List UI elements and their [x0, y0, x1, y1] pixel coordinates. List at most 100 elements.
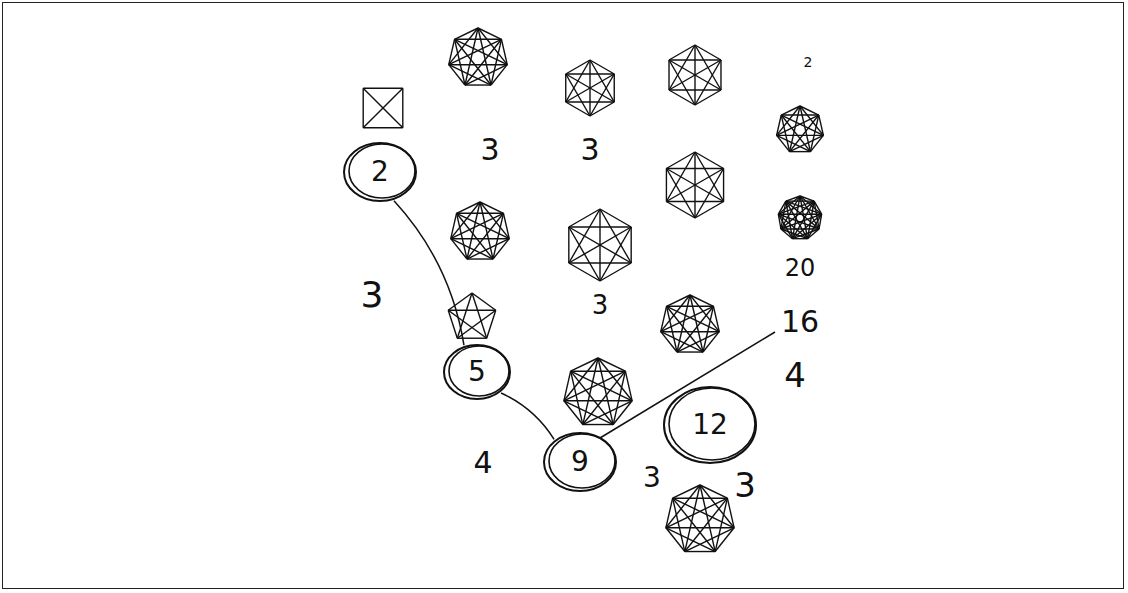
graph-edge [667, 306, 720, 331]
graph-edge [781, 106, 800, 115]
graph-edge [449, 39, 502, 64]
graph-edge [457, 310, 495, 338]
graph-edge [685, 528, 734, 552]
graph-edge [685, 551, 715, 552]
graph-edge [472, 293, 487, 338]
graph-edge [448, 310, 457, 338]
graph-edge [673, 498, 734, 528]
graph-edge [666, 498, 673, 528]
graph-edge [666, 201, 723, 202]
graph-edge [455, 39, 508, 64]
graph-edge [455, 39, 465, 85]
graph-edge [569, 226, 631, 227]
graph-edge [661, 332, 703, 352]
graph-edge [457, 293, 472, 338]
graph-edge [666, 528, 715, 552]
graph-edge [566, 74, 590, 116]
graph-edge [781, 115, 823, 135]
count-number: 4 [473, 448, 492, 478]
graph-edge [571, 370, 626, 371]
graph-edge [451, 239, 493, 259]
graph-edge [501, 39, 507, 64]
graph-edge [703, 332, 719, 352]
graph-edge [666, 498, 727, 528]
node-number: 12 [692, 411, 728, 439]
graph-edge [571, 371, 632, 401]
graph-edge [569, 209, 600, 227]
circled-number: 9 [542, 431, 618, 493]
graph-edge [569, 262, 631, 263]
graph-edge [566, 74, 614, 102]
graph-edge [667, 295, 690, 306]
graph-edge [777, 135, 824, 136]
graph-edge [669, 60, 721, 90]
graph-edge [451, 213, 457, 238]
graph-edge [661, 306, 667, 331]
graph-edge [666, 169, 695, 219]
graph-edge [402, 88, 403, 128]
graph-edge [666, 169, 667, 202]
graph-edge [449, 64, 507, 65]
count-number: 20 [785, 256, 816, 280]
count-number: 3 [361, 277, 384, 313]
graph-edge [666, 527, 734, 528]
graph-edge [695, 90, 721, 105]
graph-edge [363, 88, 403, 89]
graph-edge [666, 169, 723, 202]
count-number: 3 [580, 135, 599, 165]
count-number: 3 [592, 292, 609, 318]
graph-edge [661, 306, 714, 331]
graph-edge [564, 358, 598, 401]
graph-edge [673, 485, 700, 498]
graph-edge [566, 60, 590, 74]
graph-edge [598, 358, 625, 371]
graph-edge [583, 401, 632, 425]
graph-edge [695, 202, 724, 219]
complete-graph [778, 196, 821, 239]
graph-edge [700, 485, 727, 498]
complete-graph [566, 60, 614, 116]
graph-edge [669, 45, 695, 60]
node-number: 2 [371, 158, 389, 186]
graph-edge [472, 293, 496, 310]
graph-edge [451, 202, 480, 239]
graph-edge [781, 114, 819, 115]
graph-edge [478, 28, 501, 39]
graph-edge [566, 101, 614, 102]
graph-edge [723, 169, 724, 202]
graph-edge [455, 28, 478, 39]
node-number: 5 [468, 358, 486, 386]
graph-edge [363, 88, 403, 128]
graph-edge [778, 214, 781, 229]
graph-edge [467, 258, 493, 259]
graph-edge [448, 310, 486, 338]
circled-number: 5 [442, 343, 512, 401]
graph-edge [727, 498, 734, 528]
graph-edge [690, 295, 713, 306]
graph-edge [661, 331, 719, 332]
graph-edge [669, 59, 721, 60]
graph-edge [457, 338, 486, 339]
graph-edge [713, 306, 719, 331]
complete-graph [666, 485, 734, 552]
complete-graph [448, 293, 496, 338]
connector-line [394, 201, 464, 345]
graph-edge [480, 202, 503, 213]
count-number: 3 [734, 468, 756, 502]
graph-edge [363, 88, 364, 128]
graph-edge [677, 351, 703, 352]
graph-edge [449, 65, 491, 85]
graph-edge [667, 306, 714, 307]
graph-edge [777, 135, 811, 151]
complete-graph [451, 202, 509, 259]
complete-graph [669, 45, 721, 105]
graph-edge [564, 400, 632, 401]
graph-edge [363, 127, 403, 128]
graph-edge [569, 227, 631, 263]
graph-edge [457, 213, 510, 238]
graph-edge [566, 73, 614, 74]
graph-edge [457, 213, 504, 214]
